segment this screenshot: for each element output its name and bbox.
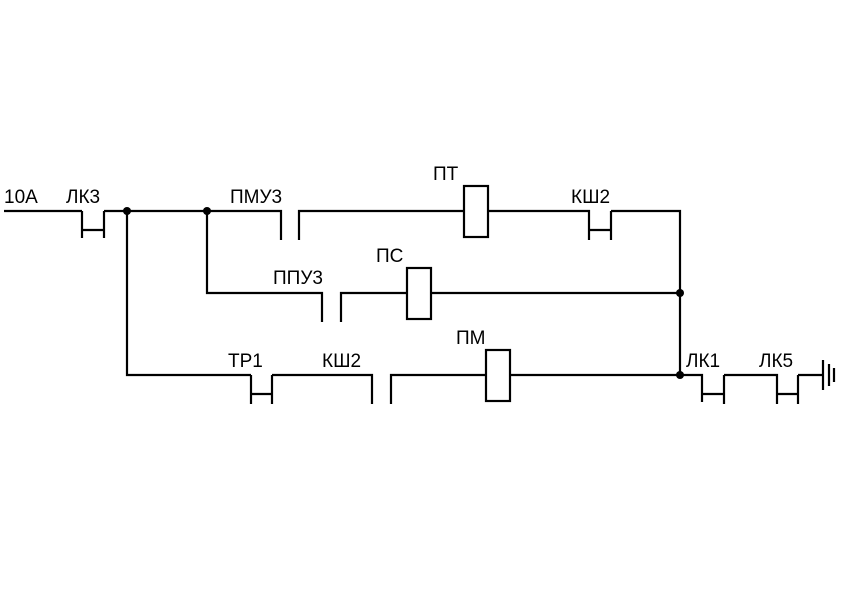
label-pt: ПТ <box>433 164 459 185</box>
coil-pt <box>462 184 490 239</box>
junction-dot <box>203 207 211 215</box>
junction-dot <box>123 207 131 215</box>
wire-pm-to-lk1 <box>510 373 704 402</box>
ground-icon <box>821 360 836 390</box>
wire-pt-to-ksh2 <box>488 209 591 240</box>
coil-pm <box>484 348 512 403</box>
coil-ps <box>405 266 433 321</box>
wire-lk3-to-pmu3 <box>104 209 283 240</box>
wire-pmu3-to-pt <box>297 209 464 240</box>
wire-lk1-to-lk5 <box>724 373 779 404</box>
label-ksh2-top: КШ2 <box>571 187 610 208</box>
wire-branch-to-tr1 <box>125 211 251 377</box>
label-ppu3: ППУ3 <box>273 268 323 289</box>
label-pm: ПМ <box>456 328 485 349</box>
contact-lk5 <box>777 375 800 404</box>
contact-lk1 <box>702 375 726 404</box>
label-input: 10A <box>4 187 38 208</box>
contact-lk3 <box>80 211 106 238</box>
wire-branch-to-ppu3 <box>205 211 324 322</box>
wire-ksh2-to-pm <box>389 373 486 404</box>
label-tr1: ТР1 <box>228 351 263 372</box>
label-lk5: ЛК5 <box>759 351 793 372</box>
label-pmu3: ПМУ3 <box>230 187 282 208</box>
contact-ksh2-top <box>589 211 613 240</box>
wire-ppu3-to-ps <box>339 291 407 322</box>
contact-tr1 <box>249 375 274 404</box>
label-lk1: ЛК1 <box>686 351 720 372</box>
label-ps: ПС <box>376 246 403 267</box>
wire-ksh2-to-right-bus <box>611 209 682 375</box>
junction-dot <box>676 371 684 379</box>
wire-tr1-to-ksh2 <box>272 373 374 404</box>
label-lk3: ЛК3 <box>66 187 100 208</box>
label-ksh2-bottom: КШ2 <box>322 351 361 372</box>
junction-dot <box>676 289 684 297</box>
